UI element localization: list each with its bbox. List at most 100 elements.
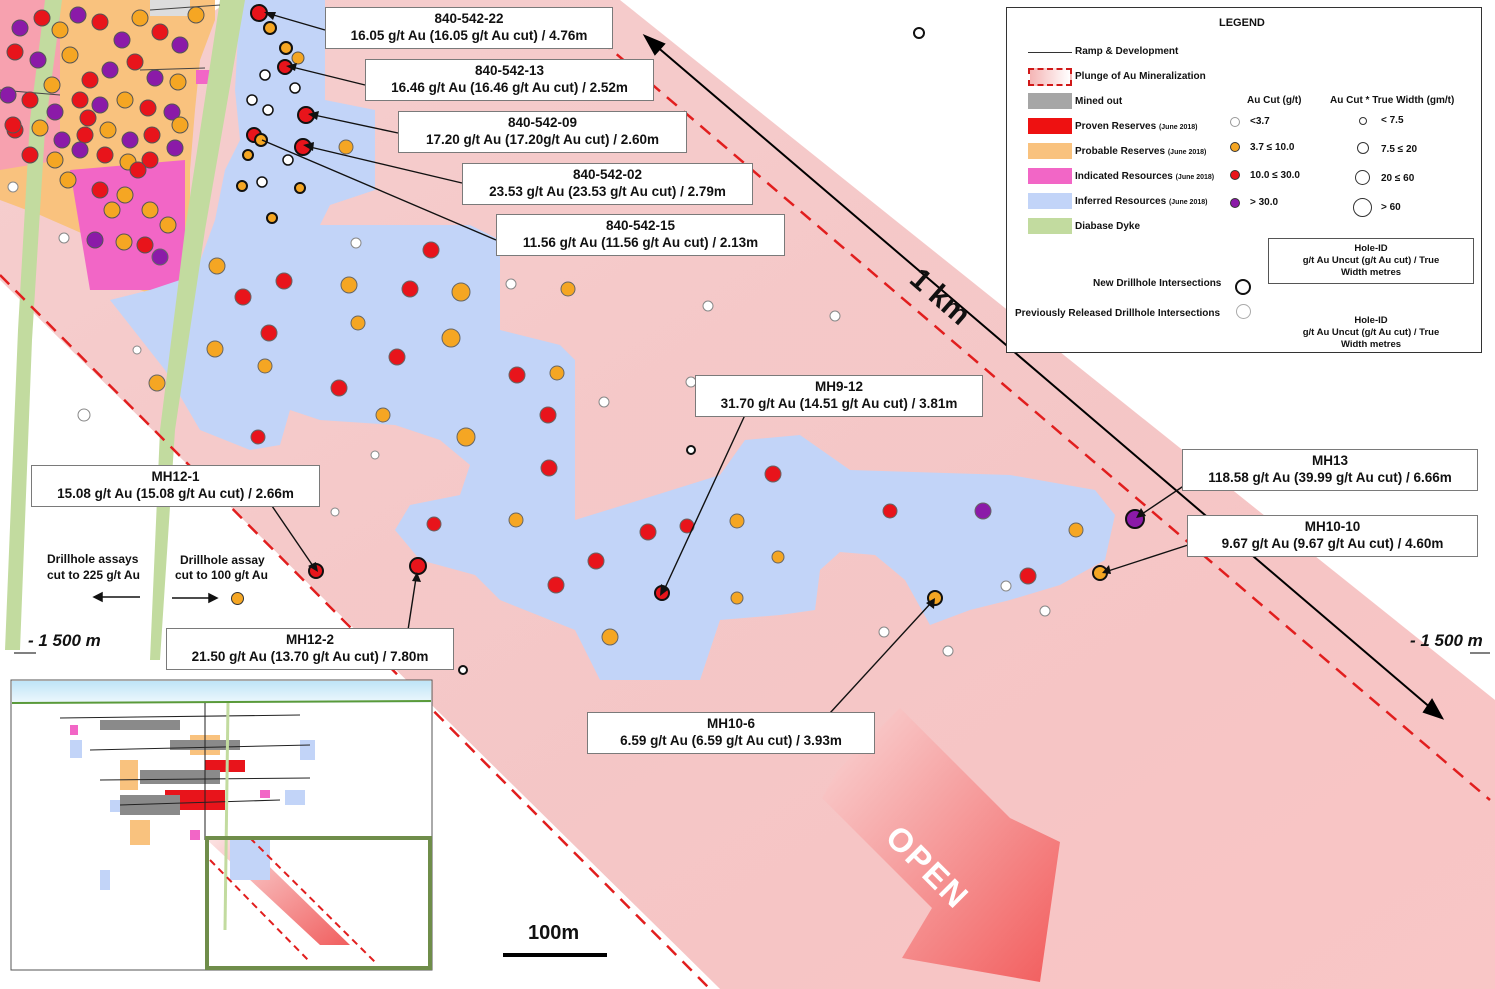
depth-label-right: - 1 500 m [1410,631,1483,650]
one-km-arrow [642,33,1445,720]
drillhole-dot [375,407,391,423]
drillhole-dot [46,151,64,169]
drillhole-dot [294,182,306,194]
hole-value: 6.59 g/t Au (6.59 g/t Au cut) / 3.93m [620,733,842,748]
diabase-dyke [5,0,62,650]
drillhole-dot [141,201,159,219]
drillhole-dot [458,665,468,675]
legend-cut4: > 30.0 [1250,197,1279,208]
hole-id: 840-542-15 [605,218,676,233]
inset-map [10,679,433,971]
drillhole-dot [422,241,440,259]
legend-tw4: > 60 [1381,202,1401,213]
drillhole-dot [91,181,109,199]
drillhole-dot [61,46,79,64]
assay-note-orange-dot [231,592,244,605]
drillhole-dot [171,116,189,134]
drillhole-dot [51,21,69,39]
legend-ramp: Ramp & Development [1075,46,1179,57]
drillhole-dot [639,523,657,541]
drillhole-dot [171,36,189,54]
drillhole-dot [129,161,147,179]
drillhole-dot [7,181,19,193]
drillhole-dot [4,116,22,134]
hole-id: MH10-10 [1304,519,1361,534]
drillhole-dot [33,9,51,27]
drillhole-dot [31,119,49,137]
prev-hole-dot [1236,304,1251,319]
drillhole-dot [11,19,29,37]
drillhole-dots [0,4,1145,675]
drillhole-dot [266,212,278,224]
inferred-zone [110,0,1115,680]
drillhole-dot [764,465,782,483]
drillhole-dot [1068,522,1084,538]
cut3-dot [1230,170,1240,180]
drillhole-dot [451,282,471,302]
hole-id: MH9-12 [814,379,863,394]
drillhole-dot [508,512,524,528]
drillhole-dot [282,154,294,166]
dyke-swatch [1028,218,1072,234]
label-mh13: MH13 118.58 g/t Au (39.99 g/t Au cut) / … [1182,449,1478,491]
legend-tw2: 7.5 ≤ 20 [1381,144,1418,155]
drillhole-dot [291,51,305,65]
drillhole-dot [71,91,89,109]
drillhole-dot [257,358,273,374]
drillhole-dot [974,502,992,520]
legend-new: New Drillhole Intersections [1093,278,1222,289]
hole-id-b-line1: Hole-ID [1354,315,1388,326]
legend-cut2: 3.7 ≤ 10.0 [1250,142,1295,153]
drillhole-dot [259,69,271,81]
drillhole-dot [141,151,159,169]
leader-arrowheads [264,12,1255,609]
drillhole-dot [426,516,442,532]
drillhole-dot [829,310,841,322]
drillhole-dot [121,131,139,149]
drillhole-dot [43,76,61,94]
drillhole-dot [350,237,362,249]
label-840-542-22: 840-542-22 16.05 g/t Au (16.05 g/t Au cu… [325,7,613,49]
drillhole-dot [771,550,785,564]
drillhole-dot [21,146,39,164]
legend-inferred: Inferred Resources (June 2018) [1075,196,1208,207]
hole-id-b-line3: Width metres [1340,339,1402,350]
drillhole-dot [246,94,258,106]
label-mh10-10: MH10-10 9.67 g/t Au (9.67 g/t Au cut) / … [1187,515,1478,557]
hole-id-b-line2: g/t Au Uncut (g/t Au cut) / True [1302,327,1440,338]
drillhole-dot [560,281,576,297]
tw2-dot [1357,142,1369,154]
drillhole-dot [549,365,565,381]
legend-tw1: < 7.5 [1381,115,1404,126]
drillhole-dot [260,324,278,342]
drillhole-dot [116,186,134,204]
tw4-dot [1353,198,1372,217]
drillhole-dot [169,73,187,91]
diabase-dyke-2 [150,0,245,660]
hole-id: MH12-2 [285,632,334,647]
drillhole-dot [234,288,252,306]
label-840-542-02: 840-542-02 23.53 g/t Au (23.53 g/t Au cu… [462,163,753,205]
cut4-dot [1230,198,1240,208]
legend-title: LEGEND [1219,17,1265,29]
drillhole-dot [289,82,301,94]
legend-plunge: Plunge of Au Mineralization [1075,71,1206,82]
drillhole-dot [409,557,427,575]
hole-id: 840-542-13 [474,63,545,78]
drillhole-dot [262,104,274,116]
hole-value: 118.58 g/t Au (39.99 g/t Au cut) / 6.66m [1208,470,1452,485]
drillhole-dot [71,141,89,159]
hole-id: 840-542-09 [507,115,578,130]
drillhole-dot [540,459,558,477]
drillhole-dot [275,272,293,290]
drillhole-dot [547,576,565,594]
hole-id-line2: g/t Au Uncut (g/t Au cut) / True [1302,255,1440,266]
drillhole-dot [256,176,268,188]
drillhole-dot [508,366,526,384]
drillhole-dot [338,139,354,155]
drillhole-dot [388,348,406,366]
drillhole-dot [206,340,224,358]
drillhole-dot [59,171,77,189]
plunge-swatch [1028,68,1072,86]
drillhole-dot [882,503,898,519]
